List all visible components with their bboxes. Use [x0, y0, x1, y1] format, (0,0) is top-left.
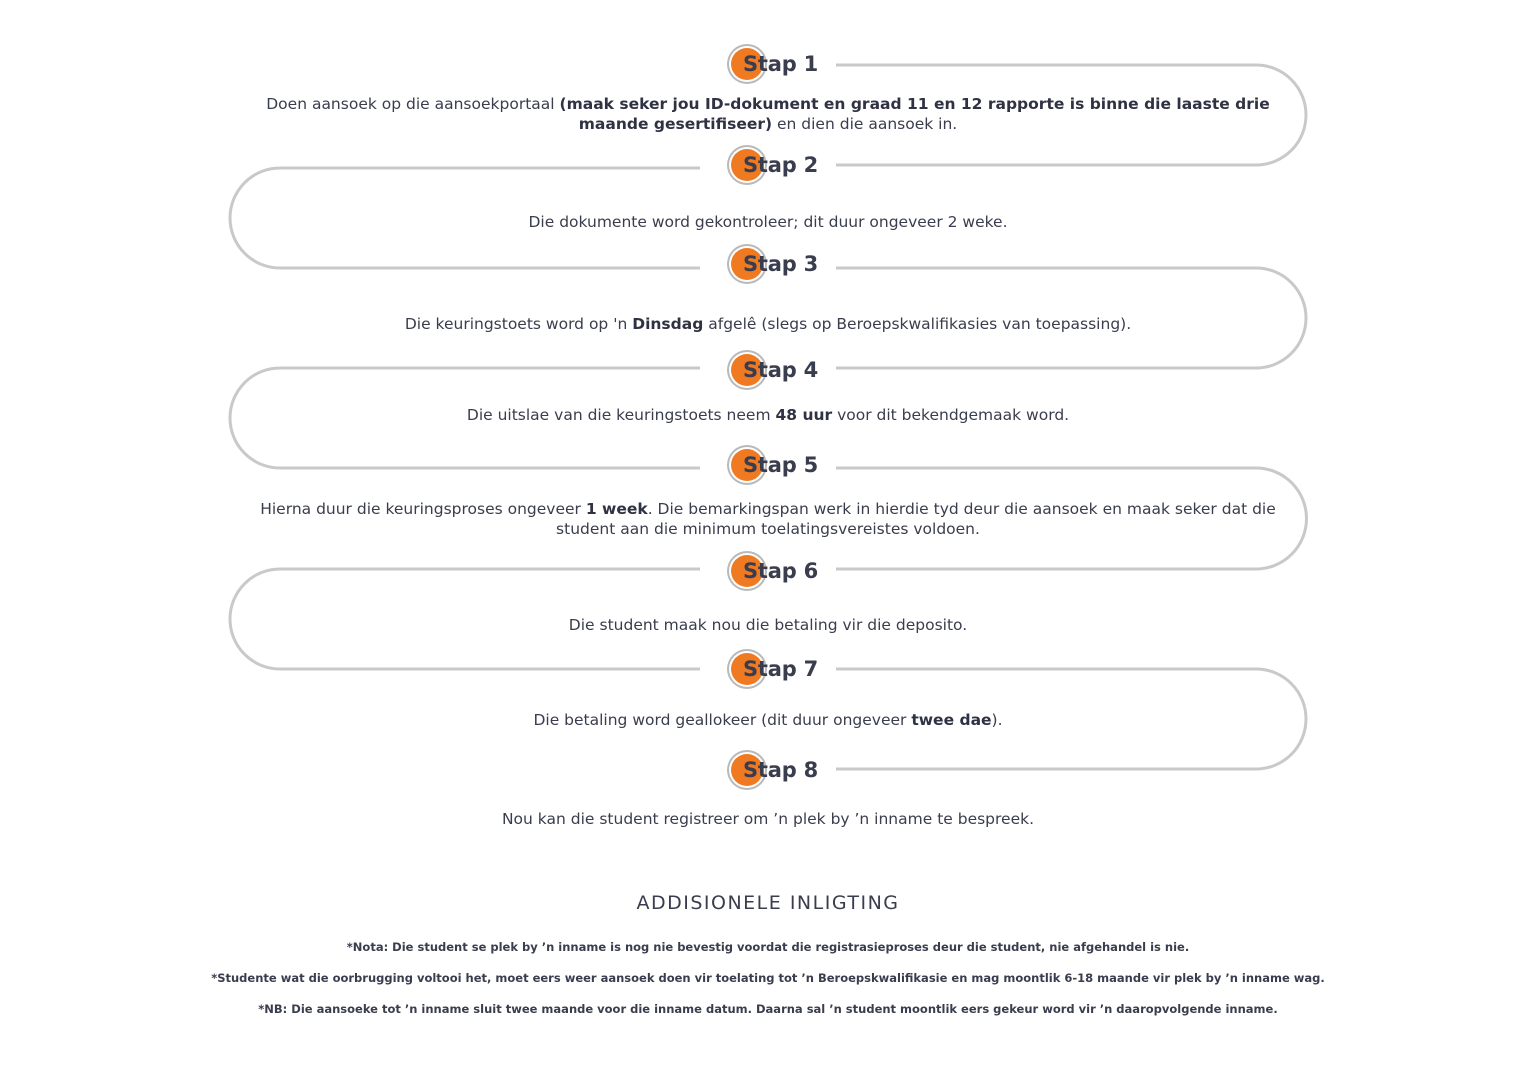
- step-4-header: Stap 4: [731, 352, 838, 388]
- note-2: *Studente wat die oorbrugging voltooi he…: [211, 971, 1325, 985]
- step-4-description: Die uitslae van die keuringstoets neem 4…: [260, 405, 1276, 425]
- step-text-segment: Hierna duur die keuringsproses ongeveer: [260, 500, 586, 518]
- track-segment: [836, 63, 1308, 167]
- step-text-segment: voor dit bekendgemaak word.: [832, 406, 1070, 424]
- step-text-segment: Die dokumente word gekontroleer; dit duu…: [528, 213, 1008, 231]
- step-5-title: Stap 5: [743, 453, 819, 477]
- additional-info-heading: ADDISIONELE INLIGTING: [636, 892, 900, 914]
- track-segment: [228, 567, 700, 671]
- track-segment: [836, 466, 1308, 571]
- step-text-segment: Die student maak nou die betaling vir di…: [568, 616, 968, 634]
- step-text-segment: . Die bemarkingspan werk in hierdie tyd …: [556, 500, 1276, 538]
- step-text-segment: Die keuringstoets word op 'n: [404, 315, 633, 333]
- step-5-header: Stap 5: [731, 447, 838, 483]
- step-8-header: Stap 8: [731, 752, 838, 788]
- step-8-description: Nou kan die student registreer om ’n ple…: [260, 809, 1276, 829]
- step-5-description: Hierna duur die keuringsproses ongeveer …: [260, 499, 1276, 539]
- step-2-header: Stap 2: [731, 147, 838, 183]
- step-text-segment: Nou kan die student registreer om ’n ple…: [501, 810, 1035, 828]
- track-segment: [836, 667, 1308, 771]
- step-text-emphasis: twee dae: [911, 711, 992, 729]
- step-6-title: Stap 6: [743, 559, 819, 583]
- step-6-description: Die student maak nou die betaling vir di…: [260, 615, 1276, 635]
- track-segment: [836, 266, 1308, 370]
- step-7-header: Stap 7: [731, 651, 838, 687]
- step-marker-icon: [731, 248, 763, 280]
- step-3-header: Stap 3: [731, 246, 838, 282]
- step-6-header: Stap 6: [731, 553, 838, 589]
- step-1-title: Stap 1: [743, 52, 819, 76]
- step-marker-icon: [731, 653, 763, 685]
- step-2-title: Stap 2: [743, 153, 819, 177]
- step-marker-icon: [731, 149, 763, 181]
- step-marker-icon: [731, 48, 763, 80]
- step-marker-icon: [731, 449, 763, 481]
- step-text-emphasis: Dinsdag: [632, 315, 704, 333]
- step-text-segment: Doen aansoek op die aansoekportaal: [266, 95, 560, 113]
- step-7-title: Stap 7: [743, 657, 819, 681]
- step-text-emphasis: 48 uur: [775, 406, 833, 424]
- step-text-segment: afgelê (slegs op Beroepskwalifikasies va…: [703, 315, 1132, 333]
- track-segment: [228, 166, 700, 270]
- step-text-segment: Die betaling word geallokeer (dit duur o…: [533, 711, 912, 729]
- step-8-title: Stap 8: [743, 758, 819, 782]
- step-3-title: Stap 3: [743, 252, 819, 276]
- track-segment: [228, 366, 700, 470]
- note-3: *NB: Die aansoeke tot ’n inname sluit tw…: [258, 1002, 1278, 1016]
- step-text-segment: ).: [991, 711, 1003, 729]
- step-marker-icon: [731, 354, 763, 386]
- step-4-title: Stap 4: [743, 358, 819, 382]
- step-text-emphasis: (maak seker jou ID-dokument en graad 11 …: [559, 95, 1270, 133]
- step-text-segment: Die uitslae van die keuringstoets neem: [466, 406, 776, 424]
- step-1-description: Doen aansoek op die aansoekportaal (maak…: [260, 94, 1276, 134]
- step-7-description: Die betaling word geallokeer (dit duur o…: [260, 710, 1276, 730]
- step-text-segment: en dien die aansoek in.: [772, 115, 958, 133]
- step-2-description: Die dokumente word gekontroleer; dit duu…: [260, 212, 1276, 232]
- step-1-header: Stap 1: [731, 46, 838, 82]
- step-marker-icon: [731, 555, 763, 587]
- step-3-description: Die keuringstoets word op 'n Dinsdag afg…: [260, 314, 1276, 334]
- step-marker-icon: [731, 754, 763, 786]
- step-text-emphasis: 1 week: [585, 500, 648, 518]
- note-1: *Nota: Die student se plek by ’n inname …: [346, 940, 1190, 954]
